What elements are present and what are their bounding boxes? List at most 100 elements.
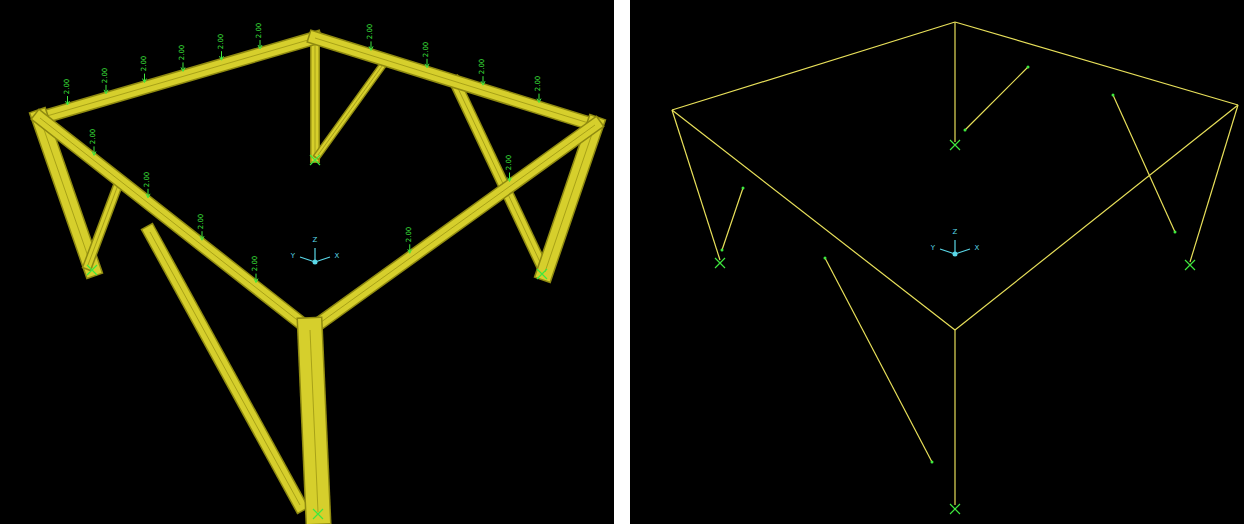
load-arrowhead — [537, 99, 541, 103]
axis-label: Y — [931, 245, 935, 252]
load-value: 2.00 — [253, 256, 260, 272]
load-arrowhead — [425, 64, 429, 68]
support-symbol — [537, 269, 547, 279]
member-outline — [318, 62, 385, 155]
load-arrow — [371, 41, 372, 49]
axis-origin — [953, 252, 958, 257]
load-arrowhead — [481, 81, 485, 85]
axis-label: Z — [953, 229, 958, 236]
load-arrow — [148, 189, 149, 197]
load-value: 2.00 — [536, 76, 543, 92]
load-value: 2.00 — [506, 155, 513, 171]
load-value: 2.00 — [145, 171, 152, 187]
member-flange — [40, 118, 310, 330]
member-face — [312, 38, 319, 158]
load-arrowhead — [104, 90, 108, 94]
member-flange — [88, 185, 118, 265]
load-arrowhead — [181, 67, 185, 71]
support-symbol — [1185, 260, 1195, 270]
load-arrow — [94, 146, 95, 154]
load-arrowhead — [258, 45, 262, 49]
load-arrow — [67, 96, 68, 104]
member-flange — [315, 38, 316, 158]
view-ground — [630, 0, 1244, 524]
load-arrowhead — [220, 56, 224, 60]
view-ground — [0, 0, 614, 524]
load-arrow — [509, 173, 510, 181]
member-face — [88, 185, 118, 265]
load-value: 2.00 — [103, 67, 110, 83]
member-flange — [310, 125, 595, 330]
support-symbol — [715, 258, 725, 268]
wireframe-members — [672, 22, 1238, 505]
load-value: 2.00 — [257, 22, 264, 38]
joint-dots — [721, 66, 1177, 464]
member-face — [40, 38, 315, 118]
load-value: 2.00 — [424, 41, 431, 57]
member-face — [150, 232, 300, 505]
member-flange — [318, 62, 385, 155]
load-arrowhead — [200, 236, 204, 240]
load-arrow — [539, 94, 540, 102]
axis-origin — [313, 260, 318, 265]
load-arrow — [183, 62, 184, 70]
support-symbol — [310, 155, 320, 165]
load-value: 2.00 — [64, 78, 71, 94]
load-arrowhead — [66, 101, 70, 105]
load-arrow — [483, 76, 484, 84]
member-face — [310, 125, 595, 330]
load-arrowhead — [408, 249, 412, 253]
support-symbols — [87, 140, 1195, 519]
load-arrow — [409, 244, 410, 252]
load-value: 2.00 — [406, 227, 413, 243]
member-flange — [315, 38, 595, 125]
member-outline — [315, 38, 595, 125]
axis-triads — [300, 240, 970, 265]
axis-label: Y — [291, 253, 295, 260]
load-value: 2.00 — [141, 56, 148, 72]
load-value: 2.00 — [199, 214, 206, 230]
load-arrow — [106, 85, 107, 93]
axis-label: X — [975, 245, 980, 252]
member-face — [310, 330, 318, 512]
load-value: 2.00 — [180, 45, 187, 61]
member-flange — [40, 38, 315, 118]
support-symbol — [950, 504, 960, 514]
load-value: 2.00 — [480, 59, 487, 75]
load-arrow — [202, 231, 203, 239]
load-arrowhead — [146, 194, 150, 198]
load-value: 2.00 — [91, 129, 98, 145]
load-arrow — [427, 59, 428, 67]
axis-label: X — [335, 253, 340, 260]
load-arrows — [66, 40, 542, 283]
member-outline — [40, 118, 310, 330]
load-arrow — [221, 51, 222, 59]
support-symbol — [87, 265, 97, 275]
member-flange — [310, 330, 318, 512]
axis-label: Z — [313, 237, 318, 244]
extruded-members — [40, 38, 595, 512]
member-outline — [40, 38, 315, 118]
member-outline — [88, 185, 118, 265]
load-arrow — [144, 74, 145, 82]
load-value: 2.00 — [218, 34, 225, 50]
load-arrowhead — [92, 151, 96, 155]
member-outline — [310, 330, 318, 512]
load-arrowhead — [143, 79, 147, 83]
member-flange — [150, 232, 300, 505]
member-outline — [310, 38, 320, 158]
load-arrowhead — [254, 279, 258, 283]
member-face — [40, 118, 310, 330]
load-arrowhead — [508, 178, 512, 182]
member-face — [315, 38, 595, 125]
support-symbol — [313, 509, 323, 519]
load-arrowhead — [369, 46, 373, 50]
support-symbol — [950, 140, 960, 150]
member-outline — [150, 232, 300, 505]
load-arrow — [260, 40, 261, 48]
load-arrow — [256, 274, 257, 282]
member-face — [318, 62, 385, 155]
member-outline — [310, 125, 595, 330]
